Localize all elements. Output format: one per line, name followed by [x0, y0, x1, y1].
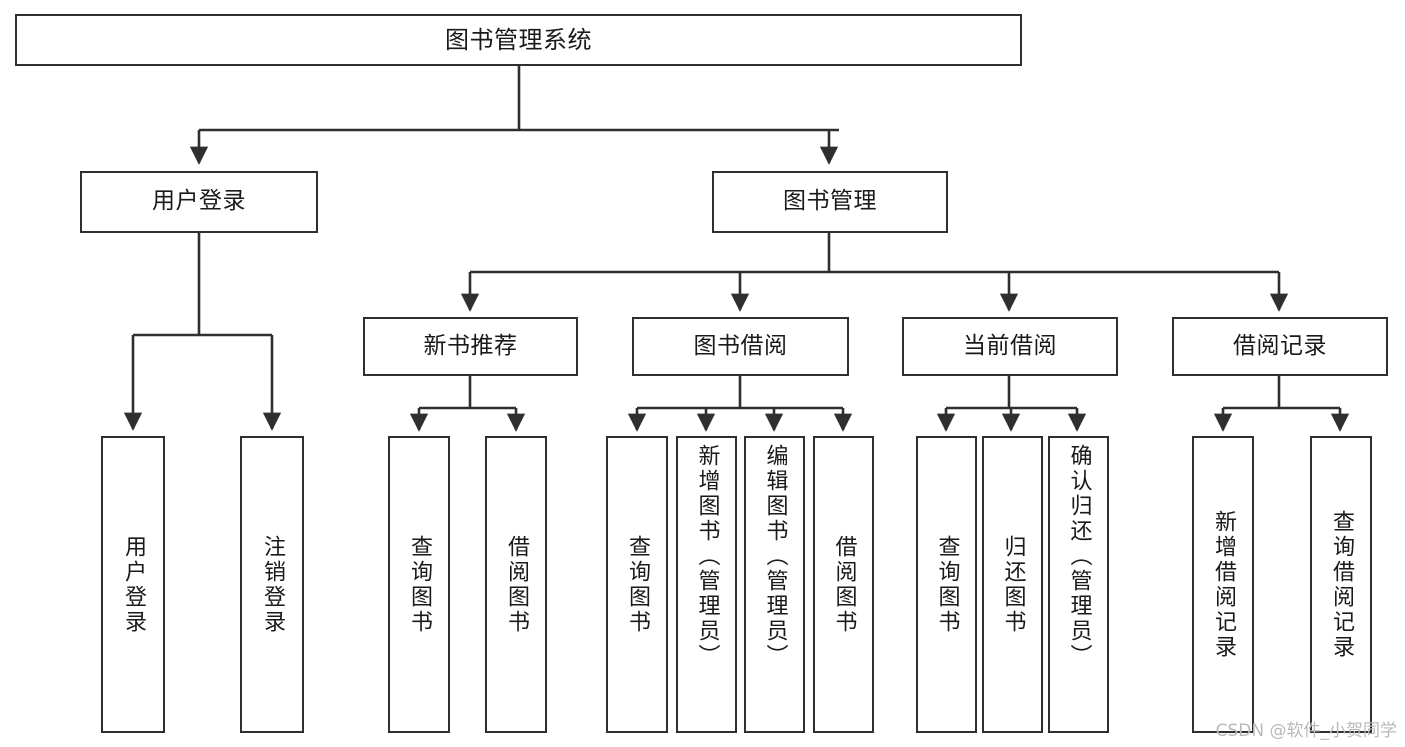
leaf-query-book-current[interactable]: 查询图书 — [916, 436, 977, 733]
node-user-login[interactable]: 用户登录 — [80, 171, 318, 233]
node-label: 借阅记录 — [1233, 332, 1327, 359]
leaf-query-book-borrow[interactable]: 查询图书 — [606, 436, 668, 733]
leaf-return-book[interactable]: 归还图书 — [982, 436, 1043, 733]
leaf-logout-login[interactable]: 注销登录 — [240, 436, 304, 733]
node-label: 新增借阅记录 — [1211, 509, 1236, 660]
csdn-watermark: CSDN @软件_小贺同学 — [1215, 721, 1397, 741]
leaf-add-borrow-record[interactable]: 新增借阅记录 — [1192, 436, 1254, 733]
node-book-manage[interactable]: 图书管理 — [712, 171, 948, 233]
node-new-book-recommend[interactable]: 新书推荐 — [363, 317, 578, 376]
node-label: 归还图书 — [1000, 534, 1026, 635]
node-label: 新增图书（管理员） — [694, 444, 720, 669]
node-label: 查询图书 — [625, 534, 650, 635]
node-label: 用户登录 — [152, 188, 246, 215]
node-borrow-record[interactable]: 借阅记录 — [1172, 317, 1388, 376]
node-label: 借阅图书 — [504, 534, 529, 635]
node-label: 借阅图书 — [831, 534, 857, 635]
node-root-system[interactable]: 图书管理系统 — [15, 14, 1022, 66]
leaf-confirm-return-admin[interactable]: 确认归还（管理员） — [1048, 436, 1109, 733]
leaf-user-login[interactable]: 用户登录 — [101, 436, 165, 733]
node-label: 用户登录 — [121, 534, 146, 635]
node-label: 图书管理系统 — [445, 25, 592, 54]
leaf-borrow-book-borrow[interactable]: 借阅图书 — [813, 436, 874, 733]
node-label: 图书管理 — [783, 188, 877, 215]
node-label: 图书借阅 — [693, 332, 788, 359]
leaf-query-book-recommend[interactable]: 查询图书 — [388, 436, 450, 733]
node-label: 新书推荐 — [423, 332, 518, 359]
node-label: 查询图书 — [934, 534, 960, 635]
leaf-query-borrow-record[interactable]: 查询借阅记录 — [1310, 436, 1372, 733]
leaf-add-book-admin[interactable]: 新增图书（管理员） — [676, 436, 737, 733]
leaf-borrow-book-recommend[interactable]: 借阅图书 — [485, 436, 547, 733]
node-label: 查询图书 — [407, 534, 432, 635]
node-label: 注销登录 — [260, 534, 285, 635]
node-label: 确认归还（管理员） — [1066, 444, 1092, 669]
node-book-borrow[interactable]: 图书借阅 — [632, 317, 849, 376]
node-label: 编辑图书（管理员） — [762, 444, 788, 669]
node-label: 当前借阅 — [963, 332, 1057, 359]
leaf-edit-book-admin[interactable]: 编辑图书（管理员） — [744, 436, 805, 733]
node-current-borrow[interactable]: 当前借阅 — [902, 317, 1118, 376]
node-label: 查询借阅记录 — [1329, 509, 1354, 660]
